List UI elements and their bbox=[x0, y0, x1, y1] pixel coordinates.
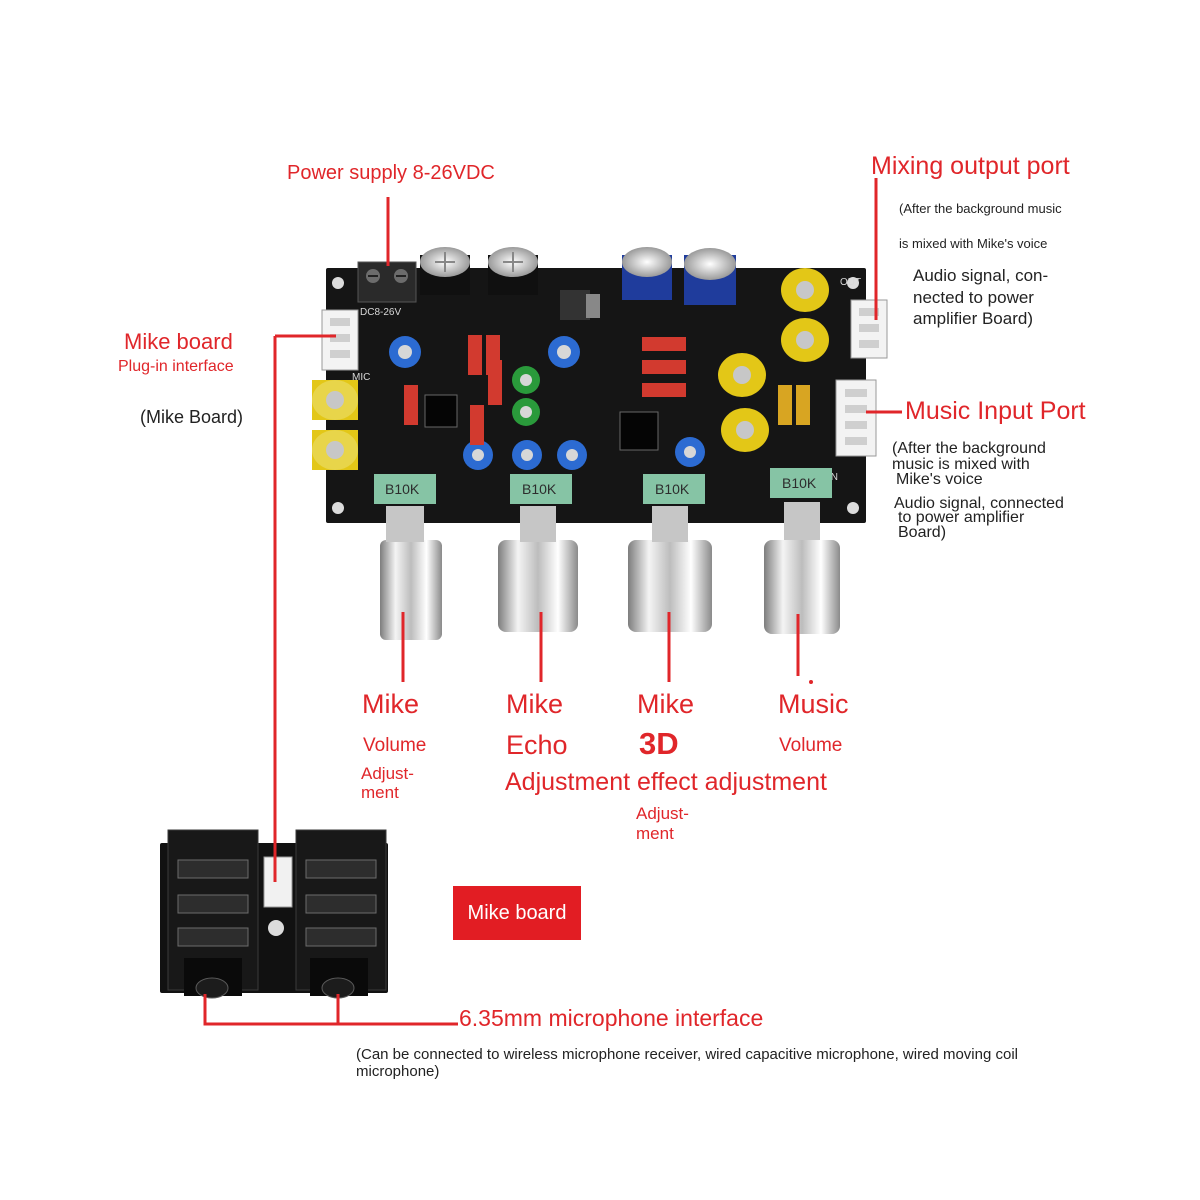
main-pcb: DC8-26V OUT IN MIC bbox=[326, 268, 866, 523]
silk-in: IN bbox=[828, 472, 838, 483]
mount-hole bbox=[268, 920, 284, 936]
mike-board-interface-sub: Plug-in interface bbox=[118, 358, 234, 375]
knob1-line2: Volume bbox=[363, 735, 427, 756]
leader-lines bbox=[203, 178, 902, 1026]
silk-out: OUT bbox=[840, 277, 861, 288]
jack-right bbox=[295, 829, 387, 999]
mic-interface-title: 6.35mm microphone interface bbox=[459, 1005, 764, 1031]
leader-dot bbox=[809, 680, 813, 684]
power-supply-label: Power supply 8-26VDC bbox=[287, 162, 495, 184]
knob4-line2: Volume bbox=[779, 735, 843, 756]
ic-chips bbox=[424, 290, 659, 451]
mount-hole bbox=[332, 277, 344, 289]
knob2-line1: Mike bbox=[506, 689, 564, 719]
header-music-input bbox=[835, 379, 877, 457]
pot-4 bbox=[764, 468, 840, 634]
music-input-note-6: Board) bbox=[898, 524, 947, 541]
pot-label-2: B10K bbox=[522, 481, 557, 497]
mount-hole bbox=[847, 277, 859, 289]
knob4-line1: Music bbox=[778, 689, 849, 719]
music-input-note-3: Mike's voice bbox=[896, 471, 983, 488]
mic-interface-note-2: microphone) bbox=[356, 1063, 440, 1080]
adjustment-effect-label: Adjustment effect adjustment bbox=[505, 768, 827, 796]
knob2-line2: Echo bbox=[506, 730, 568, 760]
mount-hole bbox=[847, 502, 859, 514]
silk-dc: DC8-26V bbox=[360, 307, 401, 318]
film-capacitors bbox=[404, 335, 810, 445]
music-input-note-1: (After the background bbox=[892, 440, 1046, 457]
mixing-output-note-1: (After the background music bbox=[899, 201, 1062, 216]
knob1-line3: Adjust- bbox=[361, 764, 414, 783]
small-capacitors bbox=[389, 336, 705, 470]
capacitor-blue-1 bbox=[622, 247, 672, 300]
mike-board-badge: Mike board bbox=[453, 886, 581, 940]
pot-3 bbox=[628, 474, 712, 632]
knob3-line2: 3D bbox=[639, 726, 679, 761]
capacitor-black-2 bbox=[488, 247, 538, 295]
music-input-title: Music Input Port bbox=[905, 397, 1086, 425]
pot-2 bbox=[498, 474, 578, 632]
capacitor-yellow-right bbox=[718, 268, 829, 452]
mixing-output-note-2: is mixed with Mike's voice bbox=[899, 236, 1048, 251]
pot-label-4: B10K bbox=[782, 475, 817, 491]
music-input-note-5: to power amplifier bbox=[898, 509, 1025, 526]
capacitor-black-1 bbox=[420, 247, 470, 295]
knob3-line1: Mike bbox=[637, 689, 695, 719]
knob1-line4: ment bbox=[361, 783, 399, 802]
knob3-line4: ment bbox=[636, 824, 674, 843]
mixing-output-note-5: amplifier Board) bbox=[913, 309, 1033, 328]
mixing-output-title: Mixing output port bbox=[871, 152, 1070, 180]
capacitor-yellow-left bbox=[312, 380, 358, 470]
mount-hole bbox=[332, 502, 344, 514]
mixing-output-note-3: Audio signal, con- bbox=[913, 266, 1049, 285]
pot-1 bbox=[374, 474, 442, 640]
mike-board bbox=[160, 829, 388, 999]
mike-board-paren: (Mike Board) bbox=[140, 407, 244, 427]
power-terminal bbox=[357, 261, 417, 303]
knob1-line1: Mike bbox=[362, 689, 420, 719]
mike-board-interface-title: Mike board bbox=[124, 329, 233, 354]
mike-board-header bbox=[263, 856, 293, 908]
header-mic bbox=[321, 309, 359, 371]
capacitor-blue-2 bbox=[684, 248, 736, 305]
music-input-note-2: music is mixed with bbox=[892, 456, 1030, 473]
knob3-line3: Adjust- bbox=[636, 804, 689, 823]
mic-interface-note: (Can be connected to wireless microphone… bbox=[356, 1046, 1018, 1063]
mixing-output-note-4: nected to power bbox=[913, 288, 1034, 307]
pot-label-3: B10K bbox=[655, 481, 690, 497]
pot-label-1: B10K bbox=[385, 481, 420, 497]
music-input-note-4: Audio signal, connected bbox=[894, 495, 1064, 512]
pcb-body bbox=[326, 268, 866, 523]
jack-left bbox=[167, 829, 259, 999]
silk-mic: MIC bbox=[352, 372, 370, 383]
header-output bbox=[850, 299, 888, 359]
